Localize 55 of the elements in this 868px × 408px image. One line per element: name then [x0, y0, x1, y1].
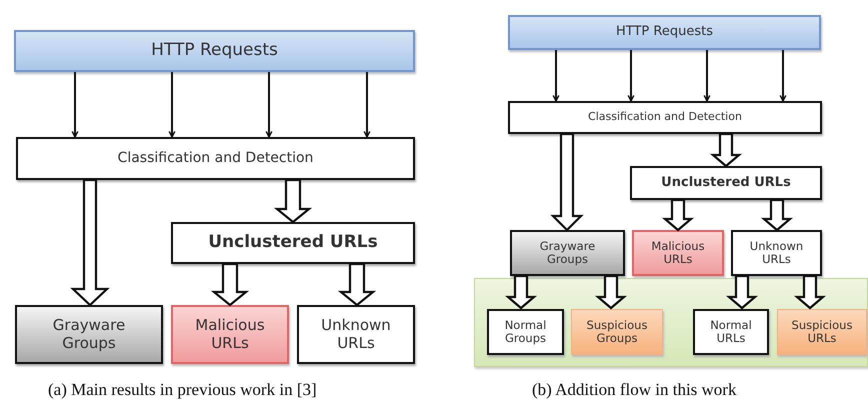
arrow [780, 50, 786, 102]
result-box [510, 230, 625, 276]
node-label: Unclustered URLs [208, 233, 378, 253]
block-arrow [595, 274, 627, 310]
result-box [693, 309, 769, 355]
node-label: Normal URLs [710, 318, 752, 346]
block-arrow [210, 262, 250, 306]
node-label: Malicious URLs [651, 240, 705, 266]
figure-caption: (a) Main results in previous work in [3] [48, 380, 317, 400]
result-box [571, 309, 663, 355]
node-label: Unclustered URLs [661, 176, 791, 190]
node-label: HTTP Requests [616, 25, 713, 40]
result-box [15, 305, 163, 364]
arrow [552, 50, 560, 102]
node-label: Grayware Groups [540, 240, 596, 266]
node-label: Unknown URLs [750, 240, 804, 266]
node-label: Suspicious Groups [586, 318, 648, 346]
arrow [704, 50, 710, 102]
node-label: Normal Groups [504, 318, 546, 346]
result-box [777, 309, 867, 355]
node-label: Classification and Detection [118, 150, 314, 167]
block-arrow [662, 198, 694, 232]
block-arrow [726, 274, 758, 310]
arrow [364, 72, 370, 138]
process-box [16, 137, 415, 180]
figure-caption: (b) Addition flow in this work [532, 380, 736, 400]
process-box [171, 222, 415, 264]
node-label: Suspicious URLs [792, 318, 852, 346]
block-arrow [550, 132, 584, 232]
result-box [731, 230, 822, 276]
block-arrow [710, 132, 742, 168]
block-arrow [70, 178, 110, 307]
arrow [266, 72, 272, 138]
result-box [171, 305, 289, 364]
input-box [14, 30, 415, 72]
node-label: HTTP Requests [151, 41, 278, 61]
group-band [474, 278, 868, 367]
result-box [297, 305, 415, 364]
node-label: Grayware Groups [52, 317, 126, 352]
arrow [628, 50, 634, 102]
input-box [508, 15, 821, 50]
result-box [487, 309, 564, 355]
result-box [632, 230, 724, 276]
process-box [630, 166, 822, 200]
block-arrow [274, 178, 312, 224]
node-label: Unknown URLs [321, 317, 391, 352]
block-arrow [761, 198, 793, 232]
process-box [508, 101, 822, 134]
block-arrow [338, 262, 376, 306]
arrow [168, 72, 176, 138]
block-arrow [505, 274, 537, 310]
node-label: Malicious URLs [195, 317, 265, 352]
arrow [72, 72, 78, 138]
block-arrow [794, 274, 826, 310]
node-label: Classification and Detection [588, 111, 742, 124]
